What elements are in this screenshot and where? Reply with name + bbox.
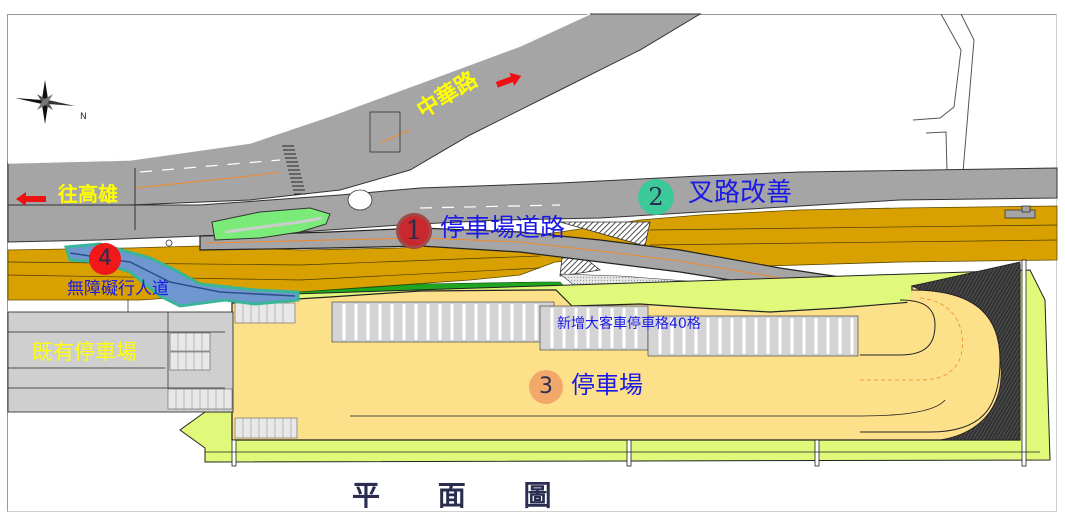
existing-parking-label: 既有停車場 bbox=[32, 340, 137, 364]
green-island bbox=[211, 207, 331, 241]
plan-title: 平 面 圖 bbox=[352, 479, 576, 512]
arrow-left-red-icon bbox=[16, 192, 46, 206]
crosswalks bbox=[282, 145, 306, 195]
compass-north-label: N bbox=[80, 112, 87, 122]
item-4-label: 無障礙行人道 bbox=[67, 279, 169, 299]
new-bus-stalls-label: 新增大客車停車格40格 bbox=[557, 316, 701, 332]
badge-1: 1 bbox=[396, 213, 432, 249]
utility-structure bbox=[1004, 205, 1036, 219]
item-3-label: 停車場 bbox=[571, 371, 643, 399]
badge-3: 3 bbox=[529, 370, 563, 404]
badge-4: 4 bbox=[89, 243, 121, 275]
compass-rose-icon bbox=[15, 80, 75, 124]
badge-2: 2 bbox=[638, 179, 674, 215]
background-outline-lines bbox=[912, 13, 975, 173]
zhonghua-road bbox=[7, 13, 702, 209]
arrow-right-red-icon bbox=[495, 72, 522, 88]
hatched-island bbox=[559, 221, 651, 247]
to-kaohsiung-label: 往高雄 bbox=[58, 182, 118, 206]
item-1-label: 停車場道路 bbox=[440, 213, 566, 242]
fence-posts bbox=[231, 259, 1027, 467]
diagram-frame bbox=[7, 14, 1057, 512]
item-2-label: 叉路改善 bbox=[688, 178, 793, 208]
